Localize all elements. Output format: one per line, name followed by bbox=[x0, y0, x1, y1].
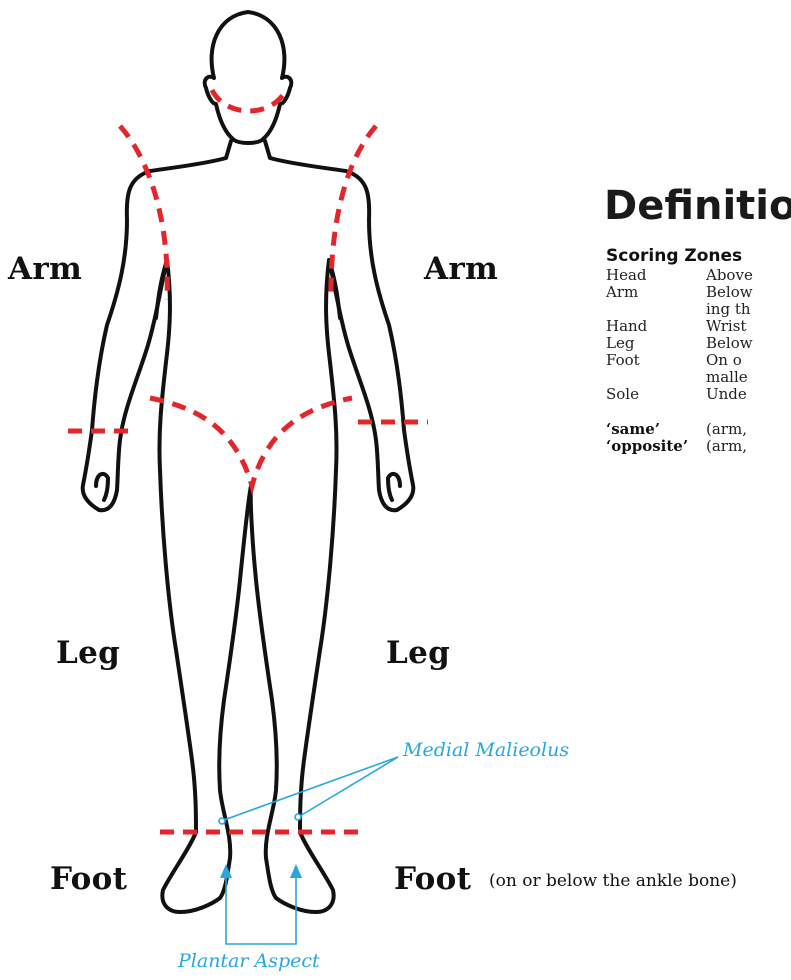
zone-definition: Wrist bbox=[706, 318, 791, 335]
plantar-aspect-bracket bbox=[226, 874, 296, 944]
plantar-arrow-right bbox=[290, 864, 302, 878]
zone-row: Head Above bbox=[606, 267, 791, 284]
zone-row: malle bbox=[606, 369, 791, 386]
foot-right-note: (on or below the ankle bone) bbox=[489, 873, 737, 890]
zone-definition: Below bbox=[706, 335, 791, 352]
head-outline bbox=[205, 12, 292, 143]
right-hand-detail bbox=[388, 474, 400, 500]
zone-definition: On o bbox=[706, 352, 791, 369]
medial-malleolus-marker-right bbox=[295, 814, 301, 820]
zone-row: Hand Wrist bbox=[606, 318, 791, 335]
zone-definition: Above bbox=[706, 267, 791, 284]
zone-term: Head bbox=[606, 267, 706, 284]
zone-definition: Below bbox=[706, 284, 791, 301]
zone-row: ing th bbox=[606, 301, 791, 318]
leg-left-label: Leg bbox=[56, 638, 120, 669]
zone-row: Arm Below bbox=[606, 284, 791, 301]
leg-right-label: Leg bbox=[386, 638, 450, 669]
callout-arrowheads bbox=[220, 864, 302, 878]
foot-right-label: Foot bbox=[394, 864, 471, 895]
zone-definition: Unde bbox=[706, 386, 791, 403]
medial-malleolus-leader-left bbox=[224, 757, 398, 820]
zone-term bbox=[606, 301, 706, 318]
plantar-aspect-label: Plantar Aspect bbox=[178, 952, 320, 971]
arm-right-label: Arm bbox=[424, 254, 498, 285]
scoring-zones-heading: Scoring Zones bbox=[606, 248, 742, 265]
zone-term: Arm bbox=[606, 284, 706, 301]
medial-malleolus-label: Medial Malieolus bbox=[403, 741, 569, 760]
qualifier-row: ‘same’ (arm, bbox=[606, 421, 791, 438]
groin-boundary bbox=[150, 398, 352, 486]
zone-term: Leg bbox=[606, 335, 706, 352]
qualifier-term: ‘opposite’ bbox=[606, 438, 706, 455]
zone-term: Sole bbox=[606, 386, 706, 403]
zone-boundaries bbox=[68, 90, 428, 832]
left-hand-detail bbox=[96, 474, 108, 500]
medial-malleolus-marker-left bbox=[219, 818, 225, 824]
qualifier-term: ‘same’ bbox=[606, 421, 706, 438]
zone-term: Foot bbox=[606, 352, 706, 369]
scoring-zones-table: Head Above Arm Below ing th Hand Wrist L… bbox=[606, 267, 791, 455]
zone-definition: malle bbox=[706, 369, 791, 386]
zone-definition: ing th bbox=[706, 301, 791, 318]
qualifier-row: ‘opposite’ (arm, bbox=[606, 438, 791, 455]
zone-term: Hand bbox=[606, 318, 706, 335]
zone-term bbox=[606, 369, 706, 386]
arm-left-label: Arm bbox=[8, 254, 82, 285]
zone-row: Leg Below bbox=[606, 335, 791, 352]
qualifier-definition: (arm, bbox=[706, 421, 791, 438]
zone-row: Sole Unde bbox=[606, 386, 791, 403]
table-spacer bbox=[606, 403, 791, 421]
foot-left-label: Foot bbox=[50, 864, 127, 895]
qualifier-definition: (arm, bbox=[706, 438, 791, 455]
zone-row: Foot On o bbox=[606, 352, 791, 369]
definitions-title: Definitio bbox=[604, 186, 791, 226]
neck-boundary bbox=[212, 90, 286, 111]
